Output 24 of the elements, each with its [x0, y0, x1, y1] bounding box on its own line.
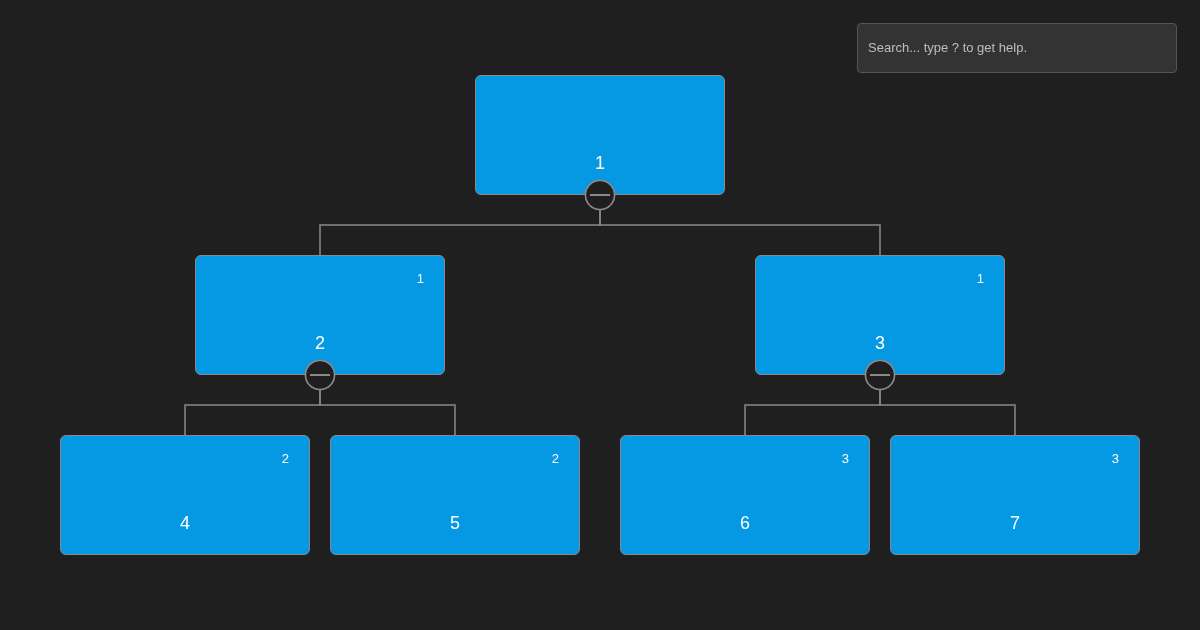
org-node-box — [755, 255, 1005, 375]
node-number: 6 — [740, 514, 750, 532]
connector-line — [864, 359, 1016, 436]
node-number: 2 — [315, 334, 325, 352]
node-number: 3 — [875, 334, 885, 352]
node-number: 5 — [450, 514, 460, 532]
search-field: Search... type ? to get help. — [857, 23, 1177, 73]
parent-number: 1 — [416, 272, 424, 285]
parent-number: 3 — [841, 452, 849, 465]
org-node-box — [195, 255, 445, 375]
org-node-box — [475, 75, 725, 195]
node-number: 7 — [1010, 514, 1020, 532]
org-node-box — [60, 435, 310, 555]
parent-number: 1 — [976, 272, 984, 285]
node-number: 1 — [595, 154, 605, 172]
connector-line — [584, 179, 881, 256]
connector-line — [304, 359, 456, 436]
org-node-box — [330, 435, 580, 555]
org-node-box — [890, 435, 1140, 555]
parent-number: 3 — [1111, 452, 1119, 465]
parent-number: 2 — [551, 452, 559, 465]
node-number: 4 — [180, 514, 190, 532]
org-node-box — [620, 435, 870, 555]
parent-number: 2 — [281, 452, 289, 465]
